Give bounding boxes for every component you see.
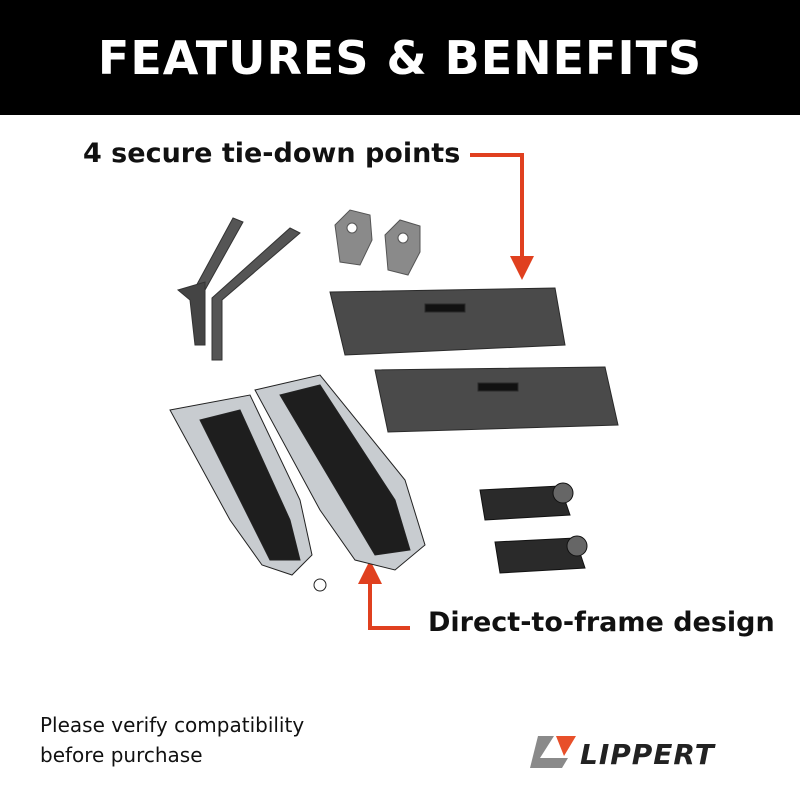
mounting-rails xyxy=(329,287,619,433)
arrow-frame xyxy=(358,560,410,630)
angle-brackets xyxy=(176,217,301,361)
lippert-logo: LIPPERT xyxy=(530,736,716,771)
stop-blocks xyxy=(479,482,588,574)
svg-text:LIPPERT: LIPPERT xyxy=(580,738,716,771)
header-banner: FEATURES & BENEFITS xyxy=(0,0,800,115)
tie-down-clips xyxy=(334,209,421,276)
note-line-1: Please verify compatibility xyxy=(40,713,305,737)
compatibility-note: Please verify compatibility before purch… xyxy=(40,710,304,770)
note-line-2: before purchase xyxy=(40,743,203,767)
arrow-tie-down xyxy=(470,153,534,280)
page-title: FEATURES & BENEFITS xyxy=(97,30,703,85)
callout-tie-down: 4 secure tie-down points xyxy=(83,138,461,169)
callout-frame: Direct-to-frame design xyxy=(428,607,775,638)
frame-plates xyxy=(169,374,426,592)
